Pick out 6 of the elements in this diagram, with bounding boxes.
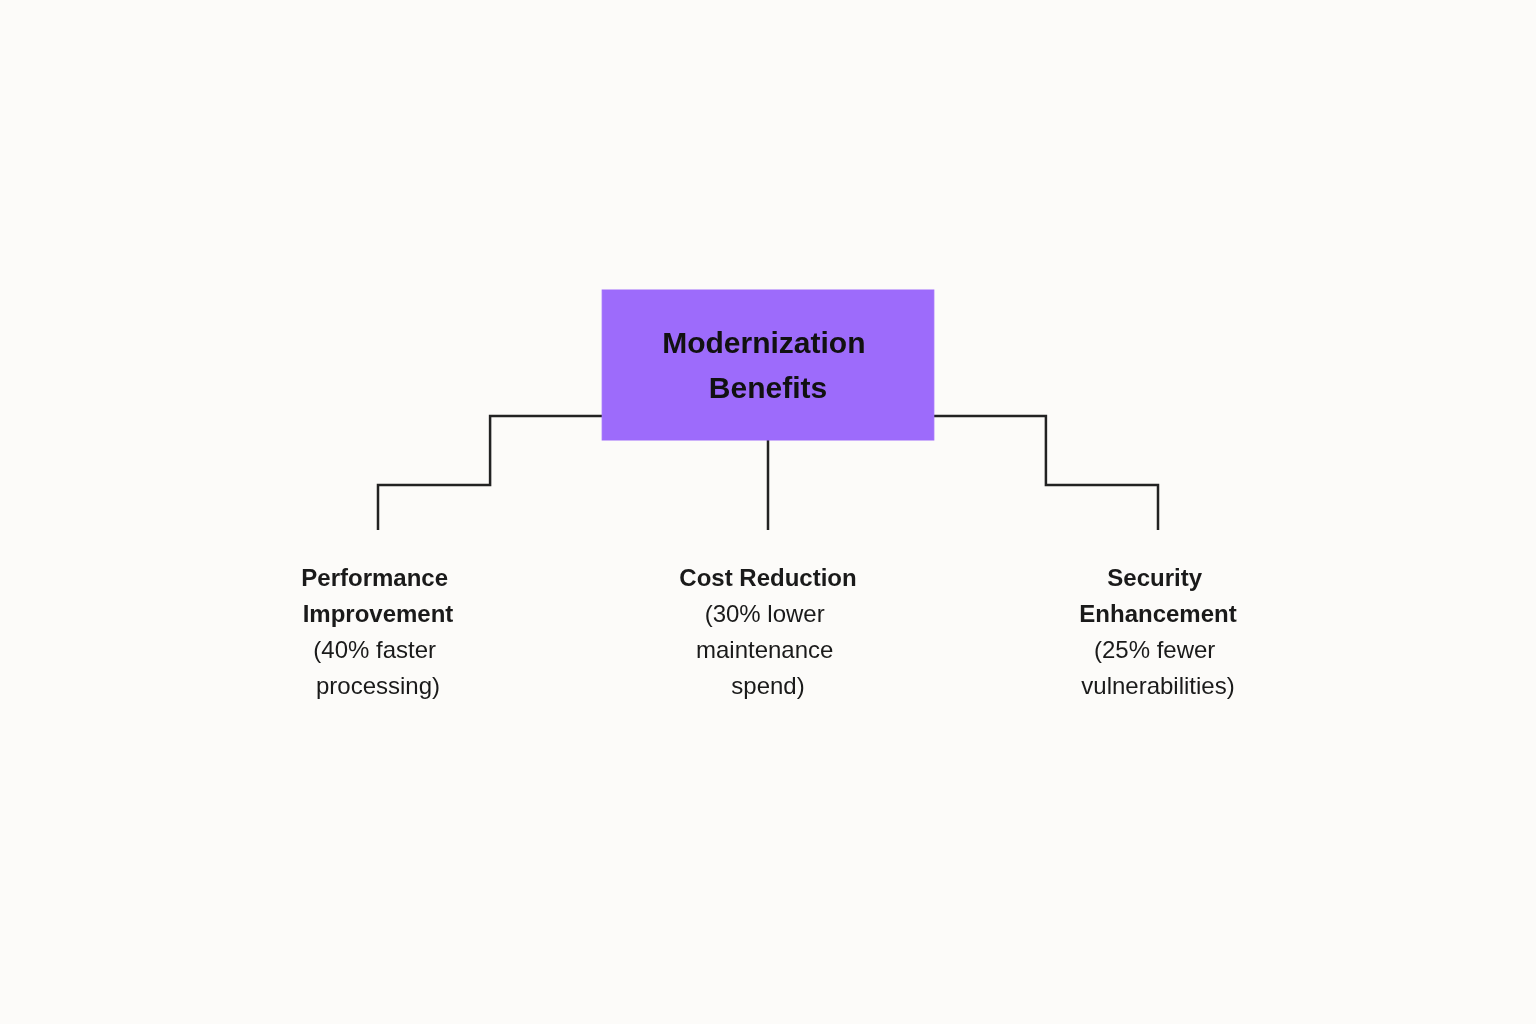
node-text: Cost Reduction (30% lower maintenance spend) — [679, 564, 857, 699]
node-text: Performance Improvement (40% faster processing) — [301, 564, 454, 699]
node-box: Modernization Benefits — [601, 289, 935, 441]
node-text: Security Enhancement (25% fewer vulnerabilities) — [1079, 564, 1237, 699]
connector — [376, 414, 603, 532]
connector — [933, 414, 1160, 532]
